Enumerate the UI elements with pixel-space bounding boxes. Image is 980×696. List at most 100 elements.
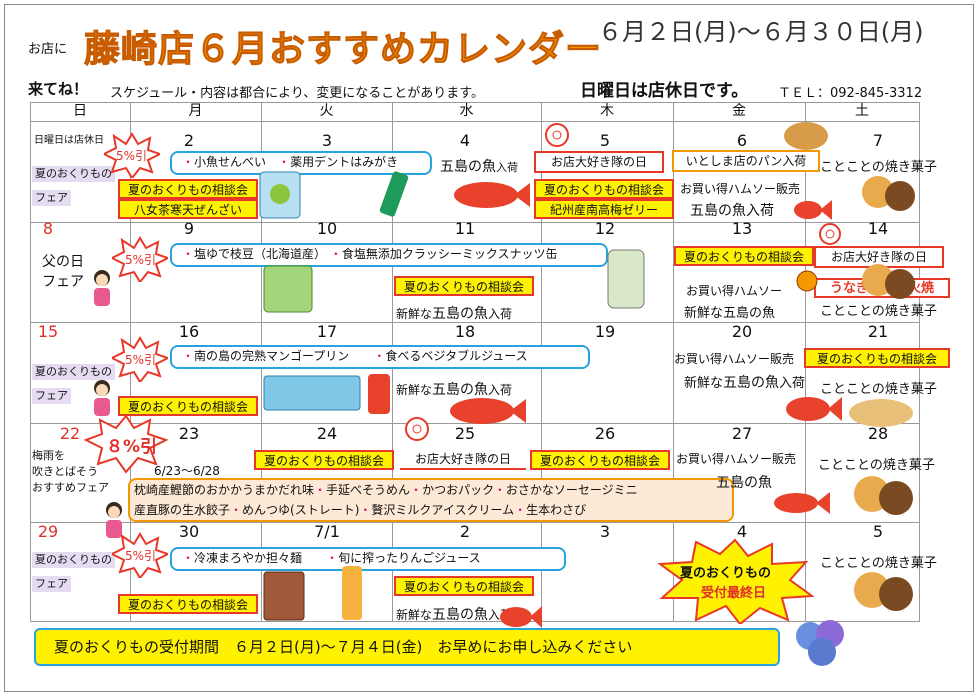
weekday-sun: 日: [73, 103, 87, 119]
cookie-icon: [854, 476, 913, 515]
discount-badge: 5%引: [125, 253, 157, 267]
weekday-sat: 土: [855, 103, 869, 119]
consult-event: 夏のおくりもの相談会: [254, 450, 394, 470]
final-day-label: 夏のおくりもの受付最終日: [680, 566, 772, 601]
shop-line1: お店に: [28, 42, 68, 57]
woman-clerk-icon: [106, 502, 122, 538]
hamuso-event: お買い得ハムソー販売: [676, 452, 797, 466]
fresh-gotou-event: 新鮮な五島の魚入荷: [684, 375, 806, 391]
shop-line2: 来てね！: [28, 80, 89, 98]
woman-clerk-icon: [94, 270, 110, 306]
discount-burst-icon: [112, 336, 168, 382]
day-number: 28: [867, 424, 889, 443]
summer-fair-label: 夏のおくりもの: [32, 552, 115, 568]
summer-fair-label: 夏のおくりもの: [32, 364, 115, 380]
kotokoto-event: ことことの焼き菓子: [820, 304, 937, 319]
day-number: 30: [178, 522, 200, 541]
juice-can-icon: [368, 374, 390, 414]
hamuso-event: お買い得ハムソー販売: [674, 352, 795, 366]
promo-bar: ・小魚せんべい ・薬用デントはみがき: [170, 151, 432, 175]
gotou-event: 五島の魚入荷: [690, 203, 774, 219]
day-number: 12: [594, 219, 616, 238]
day-number: 7/1: [314, 522, 340, 541]
day-number: 24: [316, 424, 338, 443]
consult-event: 夏のおくりもの相談会: [118, 594, 258, 614]
fish-icon: [500, 606, 542, 628]
weekday-mon: 月: [188, 103, 203, 119]
weekday-wed: 水: [459, 103, 474, 119]
yame-event: 八女茶寒天ぜんざい: [118, 199, 258, 219]
page-title: 藤崎店６月おすすめカレンダー: [83, 29, 603, 71]
footer-banner: 夏のおくりもの受付期間 ６月２日(月)〜７月４日(金) お早めにお申し込みくださ…: [34, 628, 780, 666]
gotou-event: 五島の魚: [716, 475, 772, 491]
day-number: 23: [178, 424, 200, 443]
edamame-package-icon: [263, 265, 313, 313]
daisuki-event: お店大好き隊の日: [400, 450, 526, 470]
day-number: 22: [59, 424, 81, 443]
discount-badge: ８%引: [106, 437, 158, 457]
promo-bar-rain: 枕崎産鰹節のおかかうまかだれ味・手延べそうめん・かつおパック・おさかなソーセージ…: [128, 478, 734, 522]
day-number: 5: [599, 131, 611, 150]
hamuso-event: お買い得ハムソー販売: [680, 182, 801, 196]
mango-pudding-icon: [263, 375, 361, 411]
day-number: 16: [178, 322, 200, 341]
consult-event: 夏のおくりもの相談会: [394, 576, 534, 596]
fresh-gotou-event: 新鮮な五島の魚入荷: [396, 306, 513, 322]
discount-burst-icon: [112, 532, 168, 578]
discount-burst-icon: [84, 414, 168, 474]
day-number: 6: [736, 131, 748, 150]
fresh-gotou-event: 新鮮な五島の魚入荷: [396, 382, 513, 398]
consult-event: 夏のおくりもの相談会: [530, 450, 670, 470]
fish-icon: [454, 182, 530, 208]
kotokoto-event: ことことの焼き菓子: [818, 458, 935, 473]
itoshima-event: いとしま店のパン入荷: [672, 150, 820, 172]
weekday-thu: 木: [600, 103, 614, 119]
fish-icon: [786, 397, 842, 421]
discount-burst-icon: [112, 236, 168, 282]
toothpaste-icon: [379, 171, 409, 217]
day-number: 19: [594, 322, 616, 341]
hamuso-event: お買い得ハムソー: [686, 284, 783, 298]
weekday-fri: 金: [732, 103, 746, 119]
period: ６月２日(月)〜６月３０日(月): [598, 18, 924, 46]
noodle-package-icon: [263, 571, 305, 621]
cookie-icon: [862, 264, 915, 299]
day-number: 21: [867, 322, 889, 341]
apple-juice-icon: [342, 566, 362, 620]
day-number: 14: [867, 219, 889, 238]
promo-bar: ・冷凍まろやか担々麺 ・旬に搾ったりんごジュース: [170, 547, 566, 571]
fish-icon: [794, 200, 832, 220]
day-number: 27: [731, 424, 753, 443]
day-number: 15: [37, 322, 59, 341]
flower-icon: [819, 223, 841, 245]
cookie-icon: [862, 176, 915, 211]
day-number: 18: [454, 322, 476, 341]
promo-bar: ・南の島の完熟マンゴープリン ・食べるベジタブルジュース: [170, 345, 590, 369]
calendar-frame: [4, 4, 974, 692]
day-number: 4: [736, 522, 748, 541]
discount-badge: 5%引: [125, 353, 157, 367]
fish-icon: [774, 492, 830, 514]
day-number: 3: [599, 522, 611, 541]
summer-fair-label: フェア: [32, 576, 71, 592]
kotokoto-event: ことことの焼き菓子: [820, 382, 937, 397]
hydrangea-icon: [796, 620, 844, 666]
rain-fair-label: 梅雨を吹きとばそうおすすめフェア: [32, 449, 109, 494]
consult-event: 夏のおくりもの相談会: [118, 179, 258, 199]
discount-burst-icon: [104, 132, 160, 178]
flower-icon: [545, 123, 569, 147]
notice: スケジュール・内容は都合により、変更になることがあります。: [110, 86, 485, 101]
senbei-package-icon: [259, 171, 301, 219]
day-number: 20: [731, 322, 753, 341]
day-number: 11: [454, 219, 476, 238]
day-number: 17: [316, 322, 338, 341]
fish-icon: [450, 398, 526, 424]
discount-badge: 5%引: [116, 149, 148, 163]
day-number: 4: [459, 131, 471, 150]
consult-event: 夏のおくりもの相談会: [534, 179, 674, 199]
eel-icon: [796, 270, 818, 292]
summer-fair-label: フェア: [32, 190, 71, 206]
kotokoto-event: ことことの焼き菓子: [820, 160, 937, 175]
summer-fair-label: フェア: [32, 388, 71, 404]
consult-event: 夏のおくりもの相談会: [804, 348, 950, 368]
